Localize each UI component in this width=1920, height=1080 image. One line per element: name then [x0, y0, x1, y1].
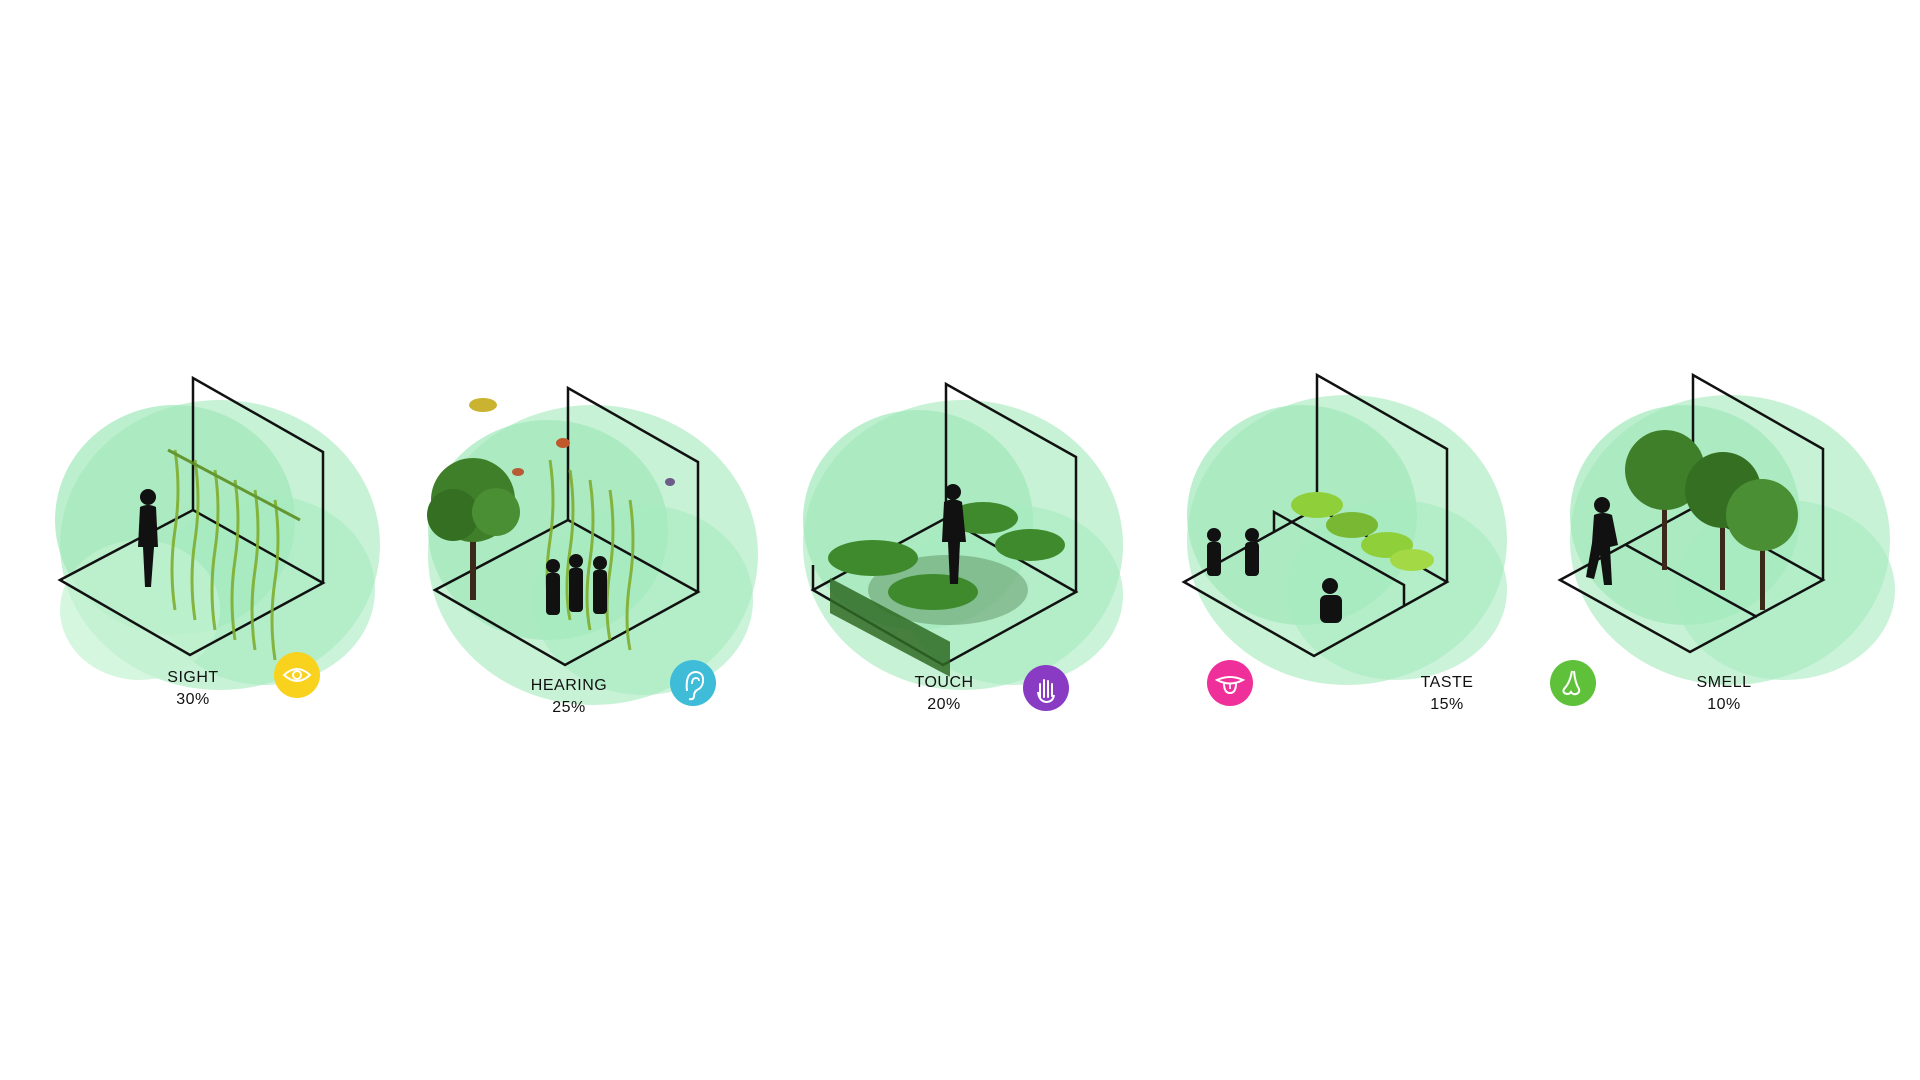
sense-name: TOUCH — [914, 674, 974, 691]
sense-badge-taste — [1207, 660, 1253, 706]
sense-name: SMELL — [1696, 674, 1752, 691]
tree — [427, 458, 520, 600]
sense-percent: 30% — [176, 691, 210, 708]
sense-label-sight: SIGHT 30% — [123, 667, 263, 711]
sense-panel-taste: TASTE 15% — [1152, 0, 1536, 1080]
sense-label-smell: SMELL 10% — [1654, 672, 1794, 716]
sense-badge-sight — [274, 652, 320, 698]
touch-illustration — [803, 381, 1123, 690]
taste-illustration — [1181, 372, 1507, 685]
sense-label-touch: TOUCH 20% — [874, 672, 1014, 716]
smell-illustration — [1557, 372, 1895, 685]
vegetable-beds — [1291, 492, 1434, 571]
sense-percent: 25% — [552, 699, 586, 716]
birds — [469, 398, 675, 486]
sense-panel-sight: SIGHT 30% — [0, 0, 384, 1080]
sense-badge-touch — [1023, 665, 1069, 711]
sense-panel-smell: SMELL 10% — [1530, 0, 1914, 1080]
children-silhouettes — [546, 554, 607, 615]
runner-silhouette — [1586, 497, 1618, 585]
watercolor-wash — [1570, 395, 1895, 685]
ear-icon — [685, 670, 705, 701]
eye-icon — [282, 668, 312, 682]
sight-illustration — [55, 375, 380, 690]
hearing-illustration — [427, 385, 758, 705]
sense-panel-hearing: HEARING 25% — [378, 0, 762, 1080]
sense-label-taste: TASTE 15% — [1377, 672, 1517, 716]
nose-icon — [1562, 670, 1581, 696]
sense-panel-touch: TOUCH 20% — [768, 0, 1152, 1080]
watercolor-wash — [55, 400, 380, 690]
sense-percent: 20% — [927, 696, 961, 713]
sense-percent: 15% — [1430, 696, 1464, 713]
sense-name: HEARING — [530, 677, 608, 694]
person-silhouette — [942, 484, 966, 584]
sense-badge-smell — [1550, 660, 1596, 706]
sense-label-hearing: HEARING 25% — [499, 675, 639, 719]
isometric-frame — [1181, 372, 1450, 658]
trees — [1625, 430, 1798, 610]
watercolor-wash — [1187, 395, 1507, 685]
tongue-icon — [1214, 676, 1246, 695]
sense-badge-hearing — [670, 660, 716, 706]
hand-icon — [1037, 679, 1055, 704]
sense-name: SIGHT — [167, 669, 219, 686]
person-silhouette — [138, 489, 158, 587]
sense-name: TASTE — [1420, 674, 1474, 691]
vine-wall — [167, 448, 301, 661]
children-gardening-silhouettes — [1207, 528, 1342, 623]
isometric-frame — [432, 385, 701, 667]
sense-percent: 10% — [1707, 696, 1741, 713]
